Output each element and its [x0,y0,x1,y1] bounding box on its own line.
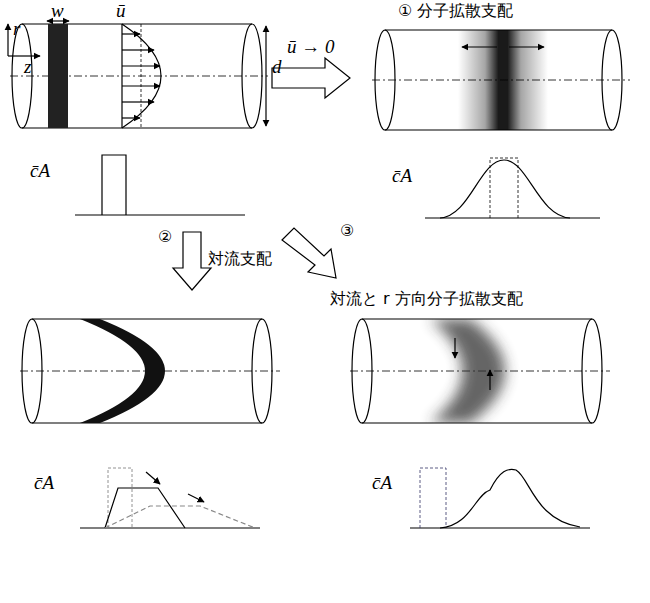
radial-arrows [455,338,490,390]
panel-title: 対流支配 [208,250,272,268]
callout-number: ③ [340,222,354,240]
hollow-arrow [282,228,336,278]
hollow-arrow [272,58,350,98]
concentration-plot [75,155,245,215]
solute-band [48,24,68,128]
axis-label: c̄A [392,165,412,187]
parabolic-band [80,319,165,423]
axis-label: c̄A [30,160,50,182]
tube-initial [10,24,268,128]
axis-label: z [24,56,31,78]
axis-label: c̄A [34,472,54,494]
dimension-label: w [51,0,64,22]
callout-number: ② [158,228,172,246]
axis-label: c̄A [372,472,392,494]
concentration-plot [425,158,600,218]
concentration-plot [410,468,590,528]
dimension-arrows [8,21,266,126]
concentration-plot [80,468,260,528]
axis-label: r [13,18,20,40]
tube-convection [20,319,280,423]
dispersed-band [430,319,505,423]
panel-title: 対流と r 方向分子拡散支配 [330,290,523,308]
hollow-arrow [173,232,211,290]
velocity-condition: ū → 0 [287,36,335,58]
dimension-label: d [272,56,282,78]
tube-diffusion [372,30,630,130]
velocity-label: ū [116,0,126,22]
diffusion-arrows [462,46,544,47]
velocity-profile [122,24,161,128]
diffused-band [458,30,548,130]
panel-title: ① 分子拡散支配 [398,2,513,20]
tube-taylor [350,319,610,423]
